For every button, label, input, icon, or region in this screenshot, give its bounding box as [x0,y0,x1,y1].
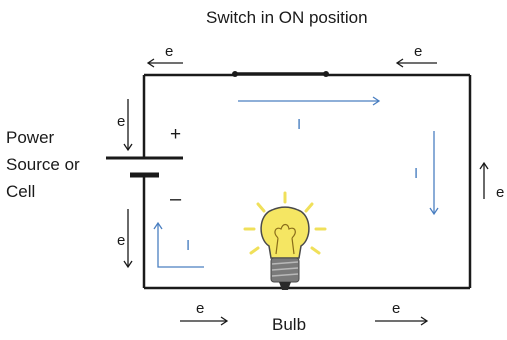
switch-contact-right [323,71,329,77]
electron-arrows [123,58,489,326]
circuit-wires [142,72,472,290]
electron-arrow-top-left [146,58,183,68]
current-arrows [153,96,439,268]
electron-label-bottom-left: e [196,300,205,317]
current-arrow-top [238,96,381,106]
light-bulb-icon [243,191,327,290]
electron-arrow-bottom-right [375,316,429,326]
bulb-tip [279,282,291,290]
electron-label-top-left: e [165,43,174,60]
electron-label-left-upper: e [117,113,126,130]
electron-label-right: e [496,184,505,201]
current-label-top: I [297,116,302,133]
positive-terminal-sign: + [170,124,182,145]
electron-label-bottom-right: e [392,300,401,317]
electron-label-left-lower: e [117,232,126,249]
bulb-base-threads [271,261,299,277]
current-label-bottom-left: I [186,237,191,254]
electron-arrow-left-lower [123,209,133,269]
bulb-filament [274,223,296,255]
current-arrow-bottom-left [153,221,204,268]
electron-arrow-left-upper [123,99,133,152]
bulb-rays [243,191,327,255]
bulb-label: Bulb [272,315,307,334]
electron-arrow-top-right [395,58,437,68]
power-source-line-2: Source or [6,155,80,174]
power-source-line-1: Power [6,128,55,147]
current-label-right: I [414,165,419,182]
current-arrow-right [429,131,439,216]
bulb-glass [260,206,310,259]
electron-arrow-right [479,161,489,199]
diagram-title: Switch in ON position [206,8,368,27]
electron-label-top-right: e [414,43,423,60]
power-source-line-3: Cell [6,182,36,201]
switch-contact-left [232,71,238,77]
negative-terminal-sign: – [170,188,182,210]
electron-arrow-bottom-left [180,316,229,326]
power-source-label: Power Source or Cell [6,124,80,205]
